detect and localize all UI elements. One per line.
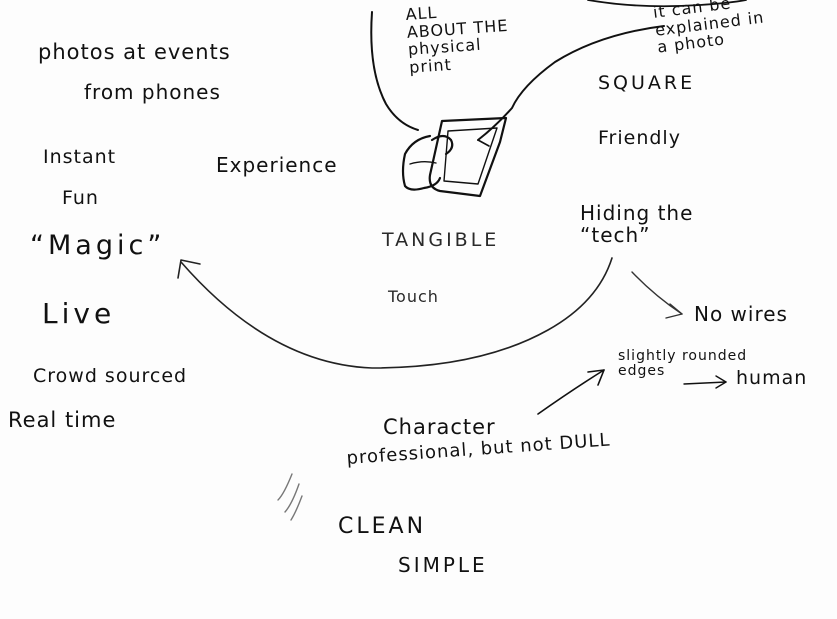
note-fun: Fun [62, 187, 99, 209]
note-hiding-the-tech: Hiding the “tech” [580, 201, 694, 247]
note-character: Character [383, 415, 496, 439]
note-photos-at-events: photos at events [38, 40, 231, 64]
note-simple: SIMPLE [398, 553, 488, 577]
magic-arrow-head [177, 259, 201, 279]
note-clean: CLEAN [338, 514, 427, 539]
no-wires-arrow-head [665, 303, 683, 319]
character-arrow [537, 369, 605, 415]
note-no-wires: No wires [694, 302, 788, 326]
note-all-about-the-physical-print: ALL ABOUT THE physical print [404, 2, 509, 77]
note-instant: Instant [43, 146, 117, 168]
note-slightly-rounded-edges: slightly rounded edges [618, 348, 748, 380]
human-arrow-head [715, 375, 727, 389]
note-experience: Experience [216, 153, 338, 177]
note-square: SQUARE [598, 72, 696, 94]
note-friendly: Friendly [598, 127, 681, 149]
note-human: human [736, 367, 808, 389]
note-from-phones: from phones [84, 80, 221, 104]
hand-holding-print-icon [401, 116, 508, 198]
connector-line-right [477, 25, 665, 141]
character-arrow-head [587, 369, 605, 386]
note-real-time: Real time [8, 408, 117, 432]
note-magic: “Magic” [30, 230, 166, 261]
top-edge-scribble [587, 0, 747, 8]
note-live: Live [42, 297, 116, 330]
note-tangible: TANGIBLE [382, 229, 500, 251]
connector-line-left [370, 11, 419, 131]
magic-arrow-curve [180, 257, 613, 369]
note-crowd-sourced: Crowd sourced [33, 365, 188, 387]
note-touch: Touch [388, 287, 439, 306]
quotation-mark-icon [277, 473, 303, 521]
human-arrow [683, 381, 727, 385]
